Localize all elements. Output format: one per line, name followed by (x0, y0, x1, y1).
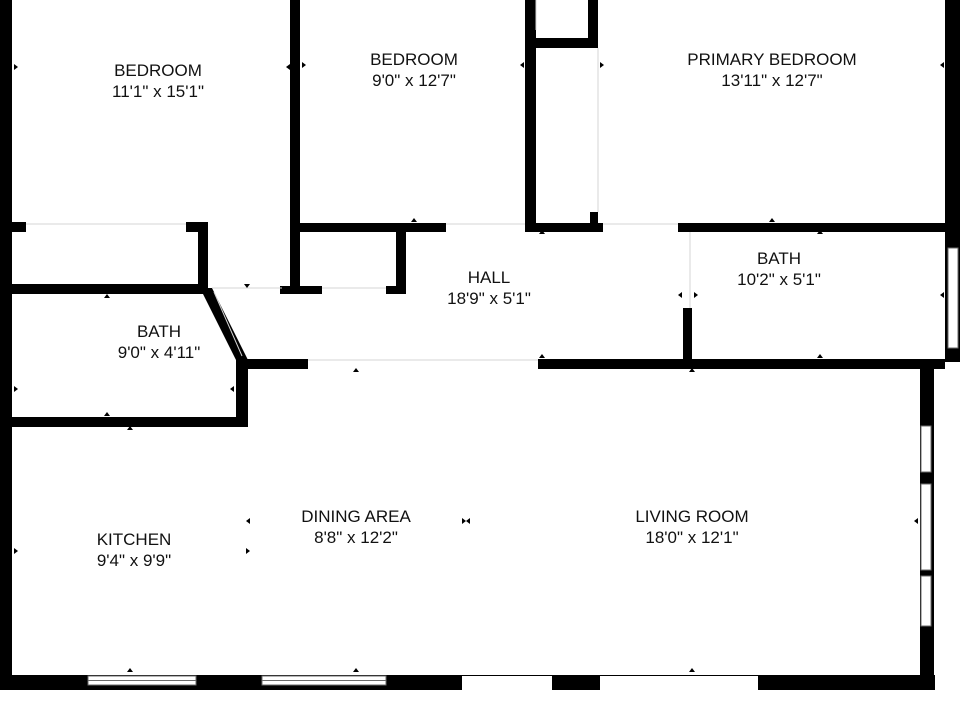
wall-hall-closet-right (396, 232, 406, 294)
tick (689, 668, 695, 672)
room-name-primary-bedroom: PRIMARY BEDROOM (687, 50, 856, 69)
tick (14, 64, 18, 70)
tick (940, 292, 944, 298)
room-dims-dining-area: 8'8" x 12'2" (314, 528, 398, 547)
wall-closet-top (186, 222, 208, 232)
tick (539, 354, 545, 358)
wall-closet-right (588, 0, 598, 48)
tick (689, 368, 695, 372)
tick (539, 230, 545, 234)
tick (353, 368, 359, 372)
tick (914, 518, 918, 524)
room-name-bath-1: BATH (137, 322, 181, 341)
room-name-hall: HALL (468, 268, 511, 287)
tick (244, 284, 250, 288)
wall-bedroom-divider (290, 0, 300, 294)
tick (230, 386, 234, 392)
tick (14, 548, 18, 554)
room-dims-primary-bedroom: 13'11" x 12'7" (721, 71, 822, 90)
room-dims-bath-1: 9'0" x 4'11" (118, 343, 201, 362)
tick (520, 62, 524, 68)
room-name-kitchen: KITCHEN (97, 530, 172, 549)
tick (246, 548, 250, 554)
tick (353, 668, 359, 672)
tick (466, 518, 470, 524)
wall-hall-closet-bottom-2 (386, 286, 406, 294)
room-dims-bedroom-1: 11'1" x 15'1" (112, 82, 204, 101)
dimension-ticks (14, 62, 944, 672)
tick (127, 668, 133, 672)
tick (127, 426, 133, 430)
wall-bedroom1-bottom (12, 222, 26, 232)
window-right-living-3 (920, 575, 932, 627)
wall-closet-cap (525, 0, 536, 30)
wall-closet-stub (590, 212, 598, 232)
window-right-living-2 (920, 483, 932, 571)
tick (411, 218, 417, 222)
tick (678, 292, 682, 298)
wall-bath2-bottom (538, 359, 945, 369)
wall-closet-right (198, 222, 208, 294)
tick (286, 64, 290, 70)
room-name-bath-2: BATH (757, 249, 801, 268)
tick (600, 62, 604, 68)
wall-closet-left (525, 30, 536, 232)
tick (940, 62, 944, 68)
wall-hall-closet-bottom (280, 286, 322, 294)
wall-bath1-angle (200, 288, 248, 364)
room-name-bedroom-1: BEDROOM (114, 61, 202, 80)
windows (87, 247, 959, 690)
wall-bath2-left (683, 308, 692, 368)
wall-bath1-right (236, 359, 248, 427)
tick (14, 386, 18, 392)
tick (817, 230, 823, 234)
room-dims-hall: 18'9" x 5'1" (447, 289, 531, 308)
opening-bath1-door (213, 291, 243, 357)
room-dims-bath-2: 10'2" x 5'1" (737, 270, 821, 289)
wall-hall-bottom-left (244, 359, 308, 369)
room-name-living-room: LIVING ROOM (635, 507, 748, 526)
wall-closet-shelf (536, 38, 598, 48)
wall-primary-bottom (678, 223, 960, 232)
room-dims-living-room: 18'0" x 12'1" (645, 528, 738, 547)
tick (104, 412, 110, 416)
room-name-dining-area: DINING AREA (301, 507, 411, 526)
tick (302, 62, 306, 68)
room-labels: BEDROOM 11'1" x 15'1" BEDROOM 9'0" x 12'… (97, 50, 857, 570)
window-right-living-1 (920, 425, 932, 473)
tick (462, 518, 466, 524)
wall-bedroom2-bottom (300, 223, 446, 232)
wall-closet-bottom (525, 223, 603, 232)
wall-bath1-top (12, 284, 208, 294)
room-dims-kitchen: 9'4" x 9'9" (97, 551, 171, 570)
tick (246, 518, 250, 524)
tick (104, 294, 110, 298)
window-right-bath (947, 247, 959, 349)
room-name-bedroom-2: BEDROOM (370, 50, 458, 69)
wall-left-exterior (0, 0, 12, 690)
room-dims-bedroom-2: 9'0" x 12'7" (372, 71, 456, 90)
wall-bath1-bottom (12, 417, 248, 427)
tick (817, 354, 823, 358)
tick (769, 218, 775, 222)
tick (694, 292, 698, 298)
